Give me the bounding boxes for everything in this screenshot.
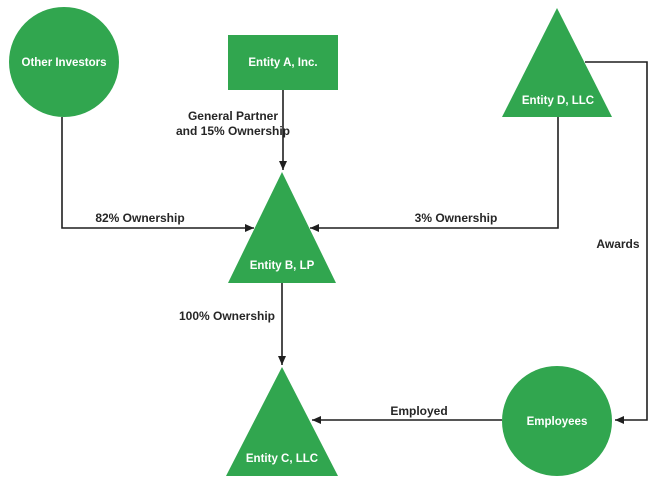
edge-label-3-ownership: 3% Ownership [415, 211, 498, 225]
node-entity-a-label: Entity A, Inc. [248, 57, 317, 69]
node-entity-c [226, 367, 338, 476]
node-entity-c-label: Entity C, LLC [246, 453, 318, 465]
node-entity-d [502, 8, 612, 117]
node-entity-b [228, 172, 336, 283]
arrow-other-investors-to-entity-b [61, 117, 254, 232]
node-entity-d-label: Entity D, LLC [522, 95, 594, 107]
node-other-investors-label: Other Investors [22, 57, 107, 69]
node-employees [502, 366, 612, 476]
node-entity-b-label: Entity B, LP [250, 260, 315, 272]
arrow-entity-d-to-employees [585, 61, 648, 424]
edge-label-awards: Awards [596, 237, 639, 251]
node-employees-label: Employees [527, 416, 588, 428]
edge-label-82-ownership: 82% Ownership [95, 211, 184, 225]
edge-label-general-partner-line2: and 15% Ownership [176, 124, 290, 138]
edge-label-100-ownership: 100% Ownership [179, 309, 275, 323]
edge-label-general-partner-line1: General Partner [188, 109, 278, 123]
node-other-investors [9, 7, 119, 117]
edge-label-employed: Employed [390, 404, 447, 418]
node-entity-a [228, 35, 338, 90]
arrow-entity-d-to-entity-b [310, 117, 559, 232]
